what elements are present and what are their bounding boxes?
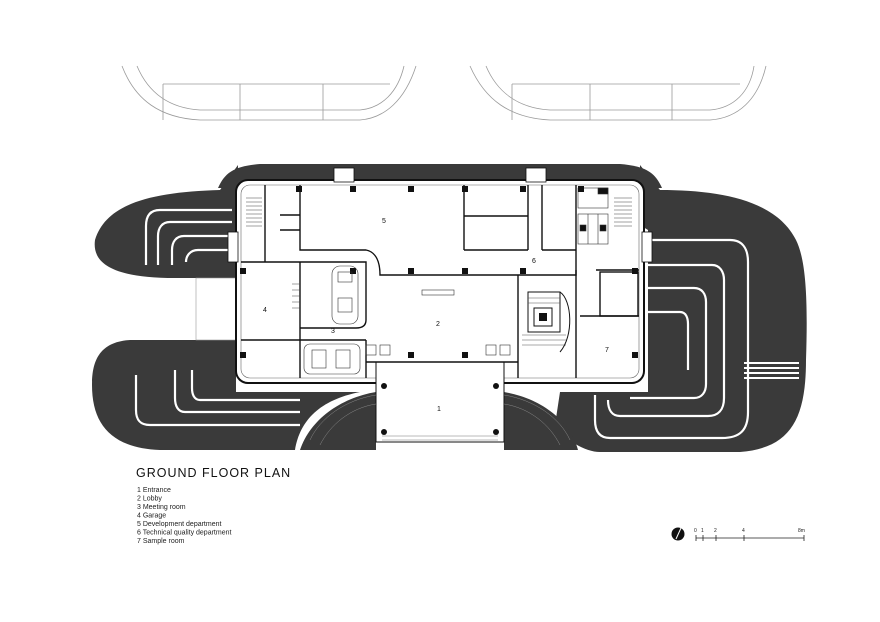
stair-elevator-core xyxy=(522,291,571,353)
entrance-canopy xyxy=(375,361,505,443)
legend-item: 3 Meeting room xyxy=(137,504,186,511)
room-tag-lobby: 2 xyxy=(436,321,440,328)
scale-tick-label: 1 xyxy=(701,528,704,534)
garage-ramp-zone xyxy=(195,277,237,341)
zebra-crossing xyxy=(744,362,799,379)
meeting-tables xyxy=(303,265,361,375)
columns xyxy=(240,186,638,435)
room-tag-garage: 4 xyxy=(263,307,267,314)
scale-tick-label: 4 xyxy=(742,528,745,534)
interior-walls xyxy=(241,185,639,378)
neighbour-building-right xyxy=(469,65,767,121)
room-tag-development-department: 5 xyxy=(382,218,386,225)
legend-item: 2 Lobby xyxy=(137,496,162,503)
legend-item: 4 Garage xyxy=(137,513,166,520)
lane-markings xyxy=(134,208,750,440)
legend: 1 Entrance 2 Lobby 3 Meeting room 4 Gara… xyxy=(137,487,231,545)
road-front-left xyxy=(300,392,376,450)
room-tag-entrance: 1 xyxy=(437,406,441,413)
room-tag-technical-quality-department: 6 xyxy=(532,258,536,265)
room-tag-meeting-room: 3 xyxy=(331,328,335,335)
scale-bar: 0 1 2 4 8m xyxy=(694,528,805,541)
legend-item: 5 Development department xyxy=(137,521,221,528)
staircases xyxy=(246,197,632,309)
north-arrow-icon xyxy=(671,527,685,541)
room-tag-sample-room: 7 xyxy=(605,347,609,354)
scale-tick-label: 8m xyxy=(798,528,805,534)
scale-tick-label: 0 xyxy=(694,528,697,534)
legend-item: 6 Technical quality department xyxy=(137,530,231,537)
restrooms-right xyxy=(577,187,609,245)
building: 5 6 4 3 2 7 1 xyxy=(227,167,653,446)
lobby-furniture xyxy=(365,289,511,356)
building-outline xyxy=(235,179,645,384)
legend-item: 7 Sample room xyxy=(137,538,185,545)
scale-tick-label: 2 xyxy=(714,528,717,534)
neighbour-building-left xyxy=(121,65,417,121)
legend-item: 1 Entrance xyxy=(137,487,171,494)
road-right-loop xyxy=(555,165,807,452)
plan-title: GROUND FLOOR PLAN xyxy=(136,466,291,480)
